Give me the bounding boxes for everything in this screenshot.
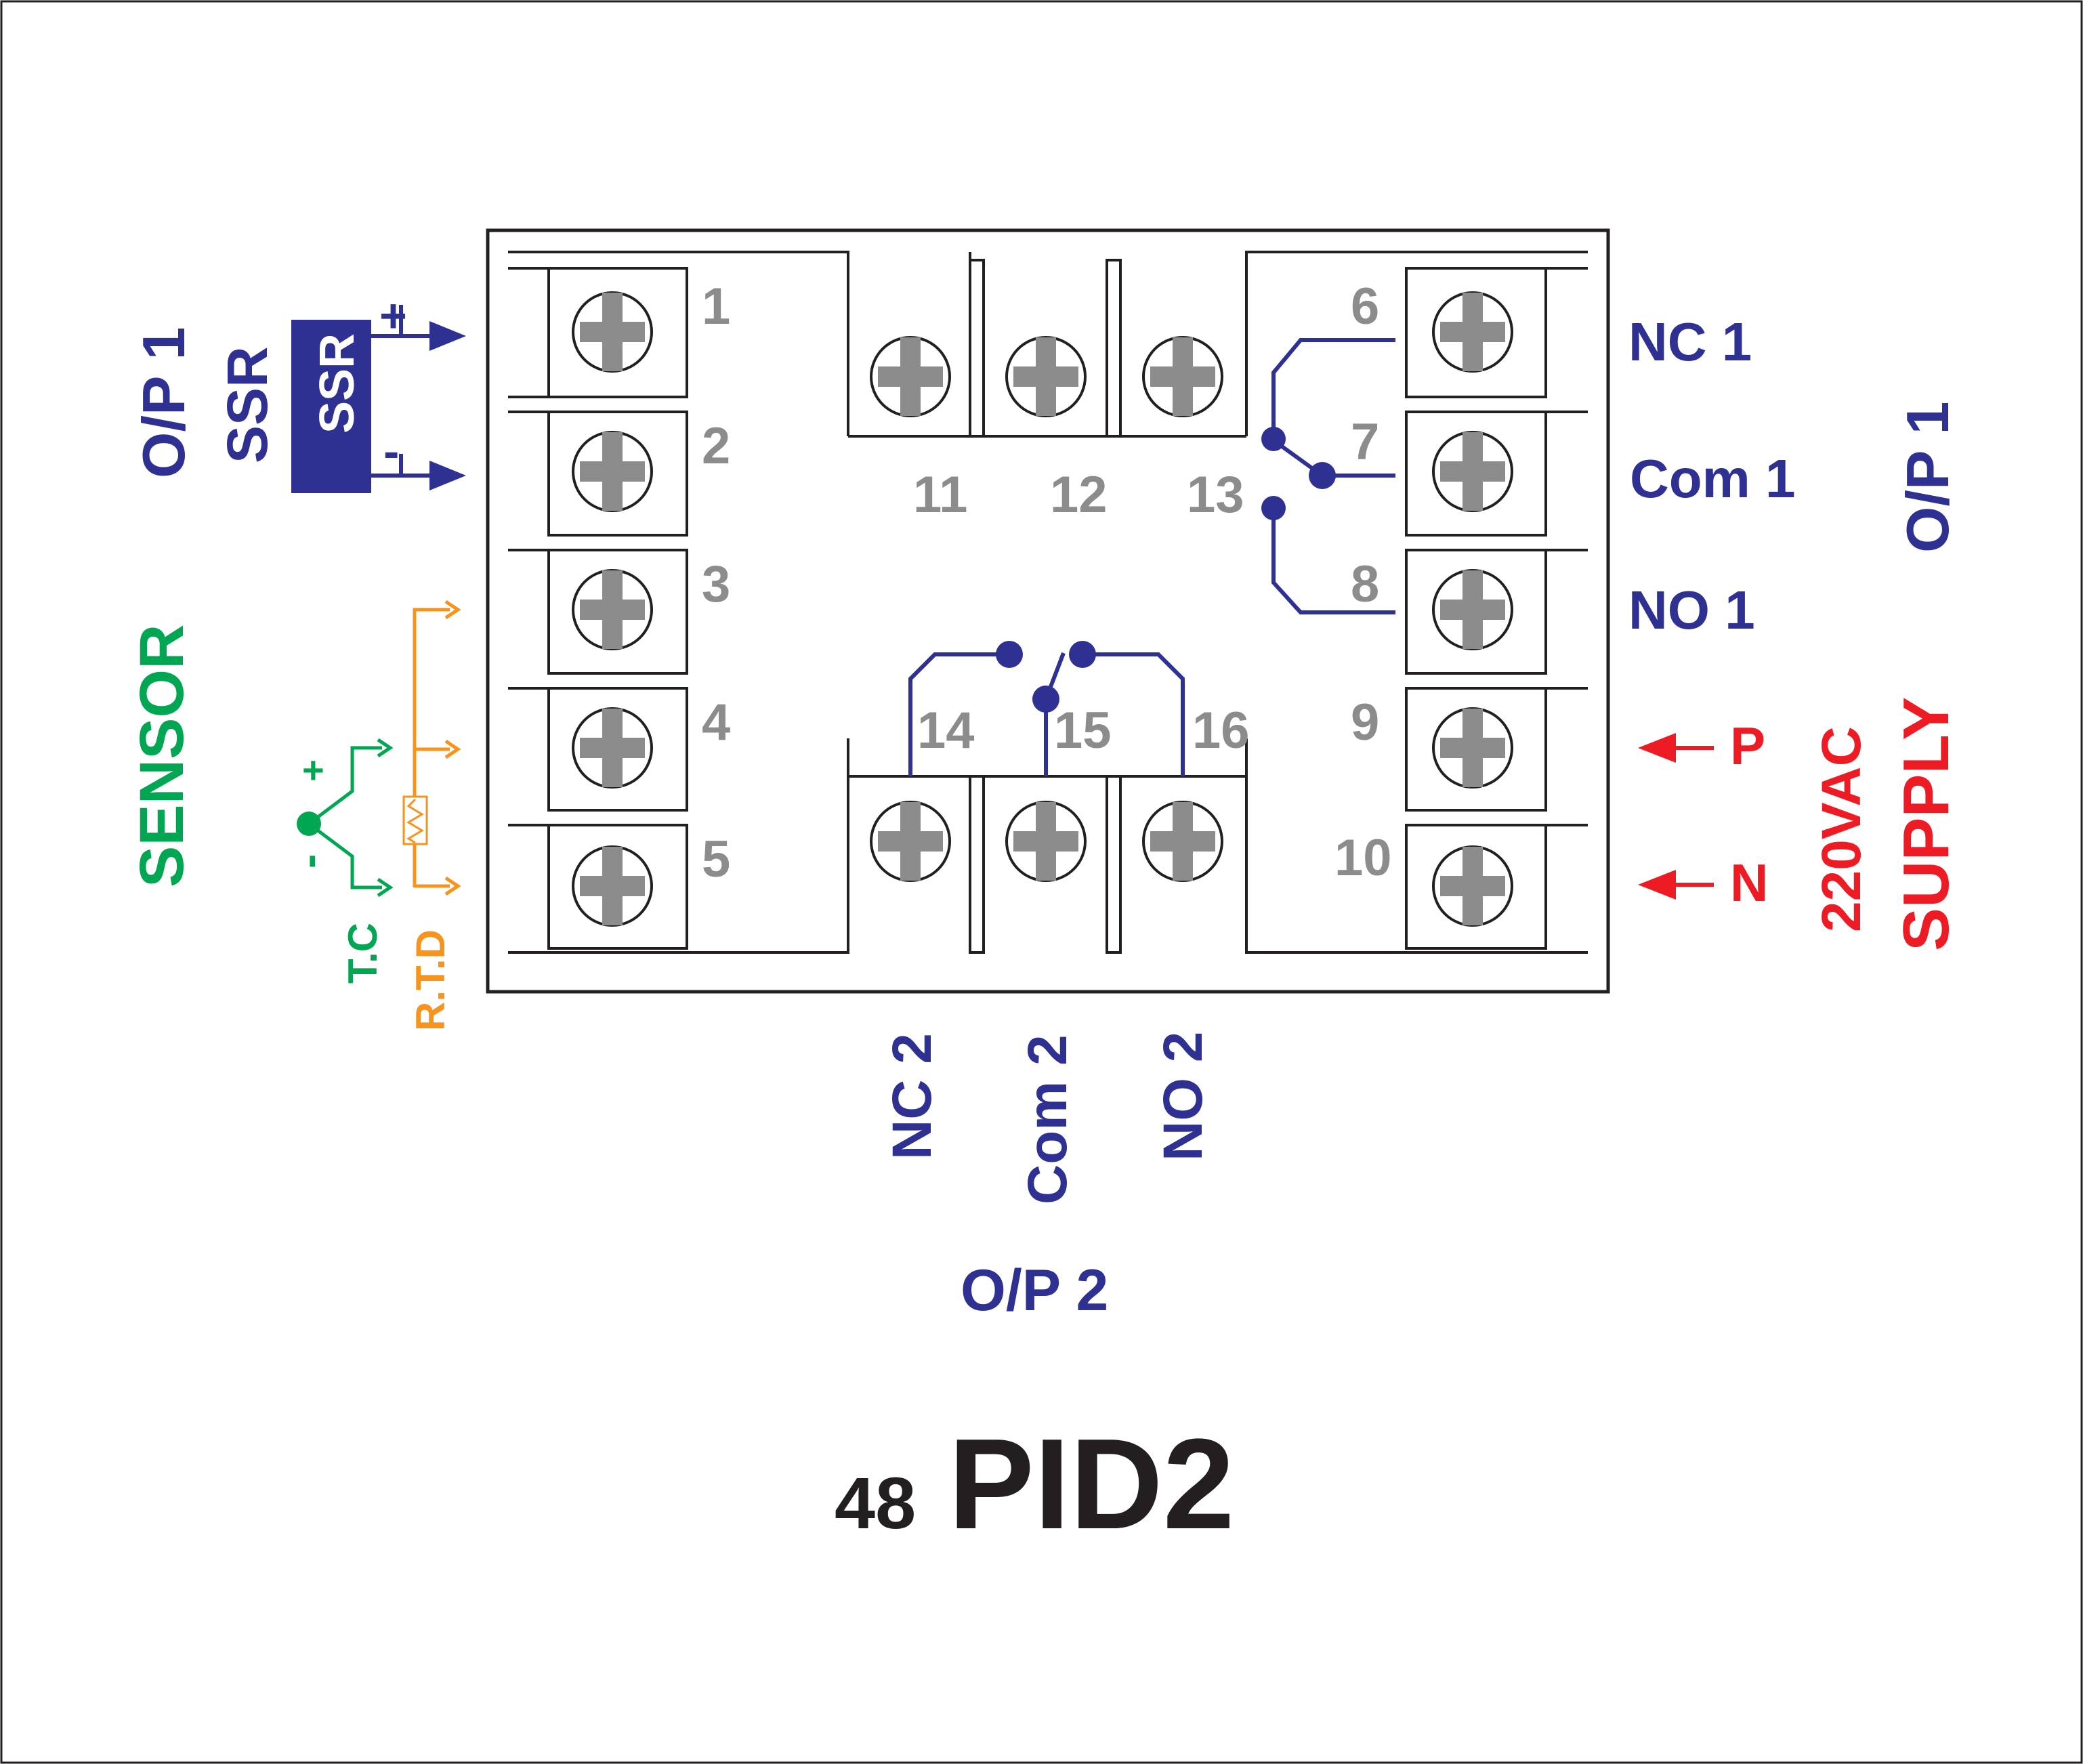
left-terminal-block	[508, 251, 849, 954]
sensor-wiring: + -	[285, 600, 461, 898]
arrow-icon	[444, 876, 461, 896]
supply-n-label: N	[1730, 853, 1768, 912]
terminal-number: 16	[1192, 702, 1250, 759]
arrow-icon	[429, 321, 466, 351]
terminal-number: 15	[1054, 702, 1112, 759]
rtd-label: R.T.D	[408, 929, 453, 1031]
relay-switch-icon	[1261, 338, 1395, 614]
screw-icon	[1432, 291, 1513, 373]
arrow-icon	[444, 739, 461, 759]
op2-label: O/P 2	[961, 1258, 1108, 1323]
thermocouple-junction-icon	[297, 812, 321, 836]
tc-minus: -	[285, 854, 333, 868]
model-title-prefix: 48	[835, 1462, 916, 1544]
terminal-number: 3	[702, 555, 730, 613]
terminal-number: 4	[702, 694, 730, 751]
sensor-label: SENSOR	[127, 624, 196, 887]
nc2-label: NC 2	[881, 1033, 943, 1160]
screw-icon	[572, 707, 653, 789]
arrow-icon	[377, 738, 394, 758]
ssr-box-label: SSR	[310, 333, 364, 434]
ssr-box	[291, 320, 371, 493]
terminal-number: 11	[913, 466, 967, 524]
arrow-icon	[429, 461, 466, 490]
ssr-label: SSR	[215, 346, 279, 463]
screw-icon	[870, 336, 951, 417]
terminal-number: 10	[1334, 829, 1392, 887]
tc-label: T.C	[340, 923, 385, 984]
op1-right-label: O/P 1	[1894, 402, 1961, 553]
op1-left-label: O/P 1	[130, 327, 197, 478]
screw-icon	[1005, 336, 1087, 417]
terminal-number: 1	[702, 278, 730, 335]
screw-icon	[572, 845, 653, 927]
supply-label: SUPPLY	[1890, 697, 1962, 951]
screw-icon	[1432, 431, 1513, 512]
resistor-icon	[402, 795, 428, 845]
screw-icon	[1432, 569, 1513, 650]
terminal-number: 6	[1351, 278, 1379, 335]
terminal-number: 9	[1351, 694, 1379, 751]
terminal-number: 12	[1050, 466, 1108, 524]
vac-label: 220VAC	[1811, 726, 1872, 932]
terminal-number: 2	[702, 417, 730, 475]
arrow-icon	[1638, 870, 1676, 900]
terminal-number: 14	[917, 702, 975, 759]
screw-icon	[572, 291, 653, 373]
com1-label: Com 1	[1630, 448, 1796, 509]
top-terminal-block	[848, 252, 1246, 438]
terminal-number: 8	[1351, 555, 1379, 613]
tc-plus: +	[302, 749, 324, 791]
bottom-terminal-block	[848, 775, 1246, 954]
com2-label: Com 2	[1017, 1034, 1078, 1204]
ssr-minus: -	[383, 425, 399, 478]
terminal-number: 7	[1351, 413, 1379, 471]
screw-icon	[572, 569, 653, 650]
no1-label: NO 1	[1628, 580, 1755, 640]
screw-icon	[1142, 336, 1223, 417]
right-terminal-block	[1245, 251, 1588, 954]
supply-arrows	[1638, 733, 1714, 900]
screw-icon	[1142, 801, 1223, 882]
relay-switch-icon	[908, 641, 1185, 776]
no2-label: NO 2	[1152, 1032, 1214, 1161]
arrow-icon	[444, 600, 461, 620]
model-title: PID2	[948, 1412, 1234, 1556]
arrow-icon	[1638, 733, 1676, 763]
terminal-number: 13	[1187, 466, 1244, 524]
screw-icon	[870, 801, 951, 882]
screw-icon	[1005, 801, 1087, 882]
nc1-label: NC 1	[1628, 312, 1752, 372]
ssr-output: SSR + -	[291, 289, 466, 493]
supply-p-label: P	[1730, 716, 1765, 776]
arrow-icon	[377, 877, 394, 898]
screw-icon	[1432, 707, 1513, 789]
screw-icon	[1432, 845, 1513, 927]
terminal-number: 5	[702, 831, 730, 888]
screw-icon	[572, 431, 653, 512]
ssr-plus: +	[379, 289, 407, 342]
